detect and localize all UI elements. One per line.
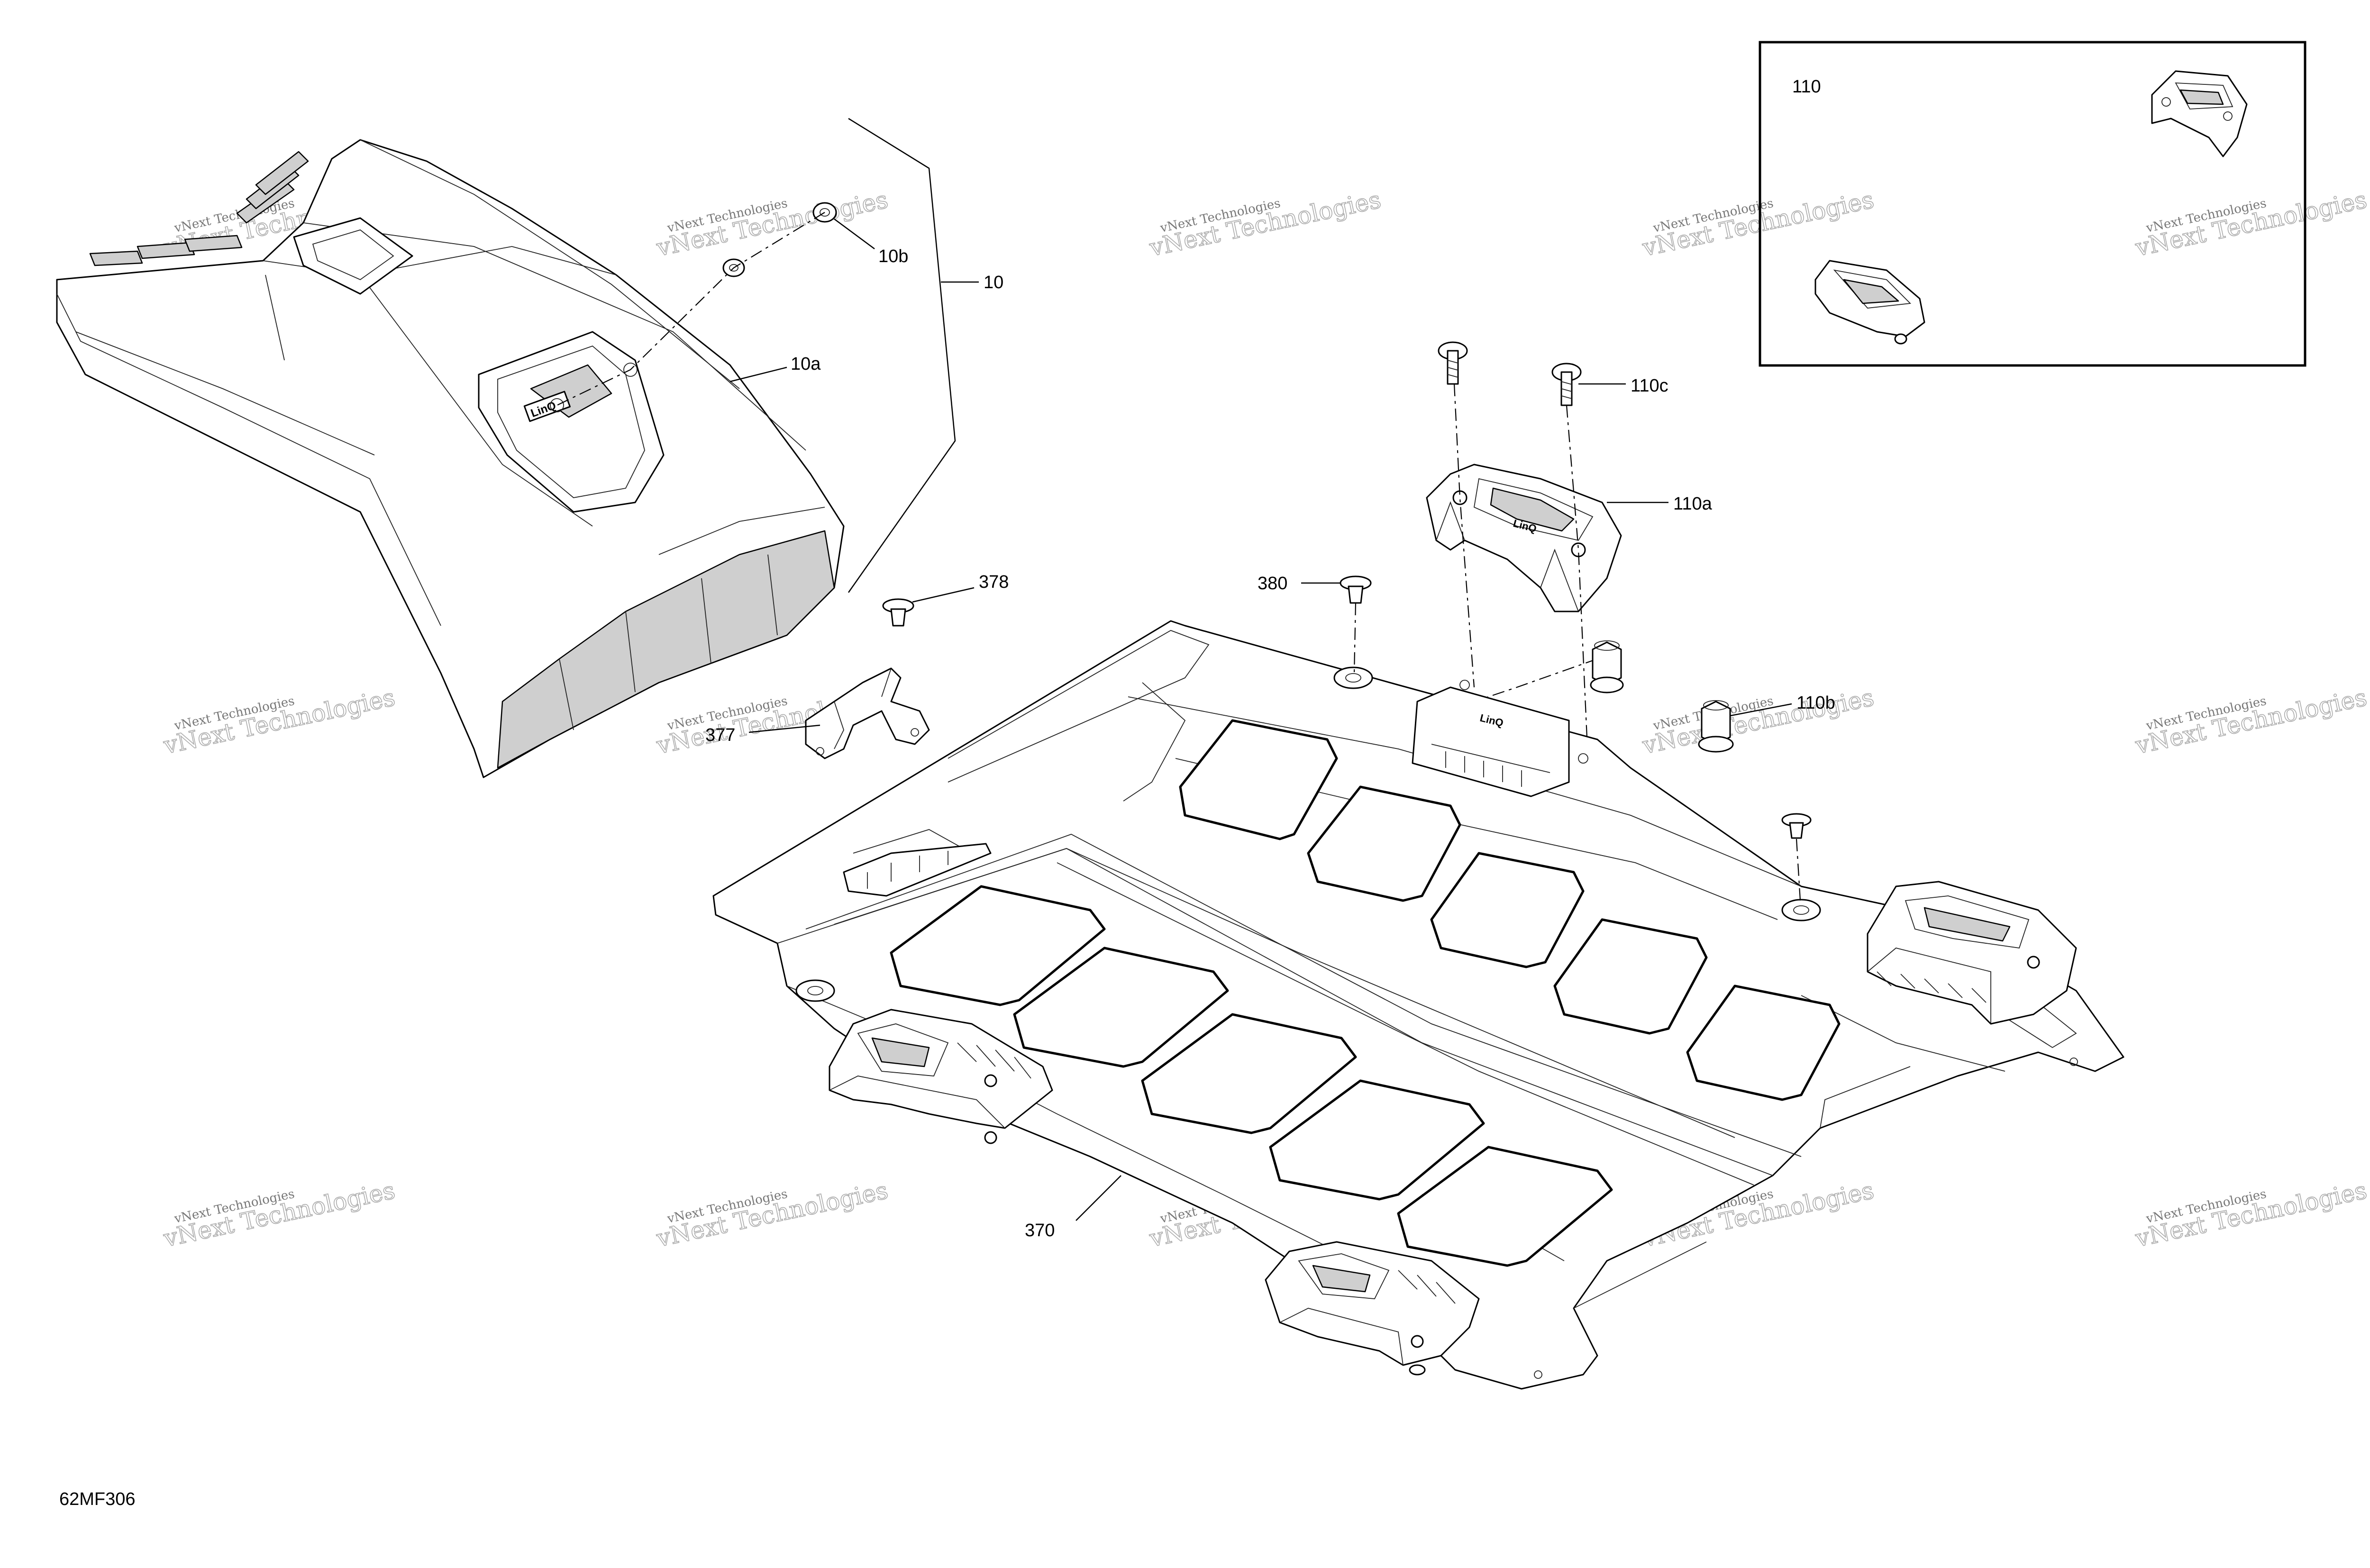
callout-110: 110 <box>1792 77 1821 97</box>
callout-378: 378 <box>979 572 1009 592</box>
skid-plate-handle-left <box>829 1009 1053 1144</box>
callout-110a: 110a <box>1673 494 1713 514</box>
part-110c-screw[interactable] <box>1438 341 1468 385</box>
part-370-skid-plate[interactable]: LinQ <box>712 620 2124 1390</box>
inset-handle-top <box>2151 70 2248 157</box>
assembly-axis-380 <box>1353 602 1357 674</box>
callout-370: 370 <box>1025 1221 1055 1240</box>
figure-code: 62MF306 <box>59 1489 136 1509</box>
callout-380: 380 <box>1258 574 1287 593</box>
part-377-clip[interactable] <box>805 667 930 759</box>
part-378-screw-right[interactable] <box>1781 813 1812 839</box>
callout-10: 10 <box>984 273 1003 292</box>
callout-10b: 10b <box>878 246 908 266</box>
inset-handle-bottom <box>1814 260 1925 345</box>
callout-10a: 10a <box>791 354 821 374</box>
skid-plate-handle-right <box>1867 881 2077 1025</box>
callout-110b: 110b <box>1796 693 1835 713</box>
assembly-axis-right-screw <box>1796 839 1801 901</box>
part-10b-screw-ghost <box>550 363 638 412</box>
part-10a-cover[interactable]: LinQ <box>56 139 845 778</box>
part-110a-handle[interactable]: LinQ <box>1426 464 1622 612</box>
callout-110c: 110c <box>1631 376 1668 396</box>
callouts: 10 10b 10a 110c 110a 110b 378 380 377 37… <box>705 118 1835 1240</box>
skid-plate-pads <box>890 719 1841 1267</box>
assembly-axis-110c-left <box>1453 383 1475 688</box>
part-378-screw[interactable] <box>882 598 914 627</box>
assembly-axis-10b <box>556 212 825 406</box>
part-110b-nut[interactable] <box>1590 640 1624 693</box>
part-110c-screw[interactable] <box>1551 363 1582 406</box>
inset-110: 110 <box>1759 41 2306 367</box>
part-110b-nut[interactable] <box>1698 700 1734 753</box>
skid-plate-handle-front <box>1265 1241 1480 1376</box>
part-10a-grille <box>89 151 309 266</box>
assembly-axis-110b <box>1474 658 1598 702</box>
part-380-screw[interactable] <box>1340 575 1372 604</box>
callout-377: 377 <box>705 725 735 745</box>
